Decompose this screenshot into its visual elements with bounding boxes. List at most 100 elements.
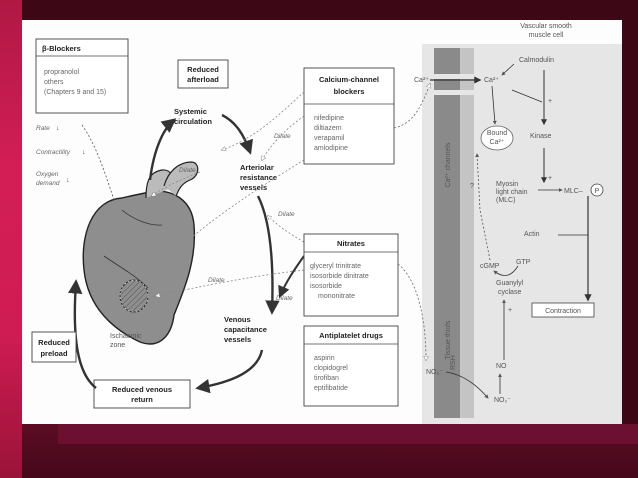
no3-to-no2-arrow — [445, 371, 489, 399]
contraction-box — [531, 302, 595, 318]
antiplatelet-item-2: clopidogrel — [314, 365, 348, 372]
plus-label-1: + — [548, 98, 552, 105]
nitrate-item-3: isosorbide — [310, 283, 342, 290]
slide: Ca²⁺ channels Tissue thiols Vascular smo… — [22, 20, 622, 424]
cgmp-inhibition-arrow — [475, 153, 491, 261]
reduced-afterload-box — [177, 59, 229, 89]
gtp-to-cgmp-arrow — [493, 265, 519, 276]
coronary-dilate-arrow — [152, 171, 201, 196]
nitrate-venous-dilate-arrow — [278, 255, 305, 299]
venous-label-3: vessels — [224, 335, 251, 344]
nitrates-box — [303, 233, 399, 317]
calmodulin-label: Calmodulin — [519, 57, 554, 64]
calcium-channel-blockers-box — [303, 67, 395, 165]
myosin-label-1: Myosin — [496, 181, 518, 188]
beta-blocker-item-3: (Chapters 9 and 15) — [44, 89, 106, 96]
ccb-to-channel-arrow — [393, 84, 430, 129]
calmodulin-arrow — [501, 63, 515, 76]
rsh-label: RSH — [450, 355, 457, 370]
background-accent-band — [0, 0, 22, 478]
guanylyl-label-2: cyclase — [498, 289, 521, 296]
tissue-thiols-label: Tissue thiols — [445, 320, 452, 359]
antiplatelet-item-3: tirofiban — [314, 375, 339, 382]
angina-drug-action-diagram: Ca²⁺ channels Tissue thiols Vascular smo… — [31, 23, 622, 424]
gtp-label: GTP — [516, 259, 531, 266]
nitrate-item-4: mononitrate — [318, 293, 355, 300]
nitrate-item-1: glyceryl trinitrate — [310, 263, 361, 270]
arteriolar-label-2: resistance — [240, 173, 277, 182]
contractility-down-arrow: ↓ — [82, 149, 86, 156]
ca-binding-arrow — [491, 85, 497, 125]
oxygen-demand-label-2: demand — [36, 180, 60, 187]
systemic-circulation-label-1: Systemic — [174, 107, 207, 116]
dilate-label-5: Dilate — [276, 295, 293, 302]
return-to-heart-arrow — [68, 279, 97, 389]
oxygen-down-arrow: ↓ — [66, 177, 70, 184]
contraction-label: Contraction — [545, 308, 581, 315]
no-label: NO — [496, 363, 507, 370]
dilate-label-3: Dilate — [278, 211, 295, 218]
bound-ca-label-2: Ca²⁺ — [490, 139, 505, 146]
reduced-venous-return-label-1: Reduced venous — [112, 385, 172, 394]
antiplatelet-item-1: aspirin — [314, 355, 335, 362]
no3-label: NO₃⁻ — [426, 369, 443, 376]
ca-channel-pore-2 — [434, 90, 474, 95]
plus-label-2: + — [548, 175, 552, 182]
antiplatelet-drugs-box — [303, 325, 399, 407]
beta-blocker-item-2: others — [44, 79, 64, 86]
reduced-venous-return-box — [93, 379, 191, 409]
ccb-item-2: diltiazem — [314, 125, 342, 132]
venous-label-1: Venous — [224, 315, 251, 324]
ca2-outside-label: Ca²⁺ — [414, 77, 429, 84]
beta-blocker-item-1: propranolol — [44, 69, 79, 76]
ccb-item-4: amlodipine — [314, 145, 348, 152]
nitrate-item-2: isosorbide dinitrate — [310, 273, 369, 280]
cell-membrane — [434, 48, 460, 418]
phosphate-circle — [590, 183, 604, 197]
venous-to-return-arrow — [195, 349, 264, 394]
oxygen-demand-label-1: Oxygen — [36, 171, 59, 178]
ccb-heart-dilate-line — [151, 159, 305, 277]
arteriolar-label-1: Arteriolar — [240, 163, 274, 172]
rate-down-arrow: ↓ — [56, 125, 60, 132]
cell-membrane-inner — [460, 48, 474, 418]
nitrate-heart-dilate-arrow — [156, 269, 305, 296]
no2-label: NO₂⁻ — [494, 397, 511, 404]
kinase-label: Kinase — [530, 133, 552, 140]
nitrate-arteriolar-dilate-arrow — [268, 216, 305, 243]
dilate-label-2: Dilate — [179, 167, 196, 174]
venous-label-2: capacitance — [224, 325, 267, 334]
myosin-label-3: (MLC) — [496, 197, 515, 204]
heart-to-systemic-arrow — [148, 118, 177, 181]
reduced-preload-label-2: preload — [40, 349, 68, 358]
ca-to-calmodulin-line — [511, 89, 543, 103]
plus-label-3: + — [508, 307, 512, 314]
bound-ca-cloud — [480, 125, 514, 151]
ccb-item-3: verapamil — [314, 135, 345, 142]
guanylyl-label-1: Guanylyl — [496, 280, 524, 287]
cgmp-label: cGMP — [480, 263, 500, 270]
reduced-preload-label-1: Reduced — [38, 338, 70, 347]
ca-channels-label: Ca²⁺ channels — [445, 142, 452, 187]
myosin-label-2: light chain — [496, 189, 528, 196]
ca2-inside-label: Ca²⁺ — [484, 77, 499, 84]
systemic-circulation-label-2: circulation — [174, 117, 212, 126]
heart-illustration — [82, 161, 199, 345]
reduced-afterload-label-1: Reduced — [187, 65, 219, 74]
contractility-label: Contractility — [36, 149, 71, 156]
reduced-preload-box — [31, 331, 77, 363]
question-label: ? — [470, 183, 474, 190]
rate-label: Rate — [36, 125, 50, 132]
bound-ca-label-1: Bound — [487, 130, 507, 137]
reduced-afterload-label-2: afterload — [187, 75, 219, 84]
beta-blocker-effect-line — [81, 124, 115, 201]
beta-blockers-box — [35, 38, 129, 114]
ischaemic-zone-label-2: zone — [110, 342, 125, 349]
mlc-label: MLC– — [564, 188, 583, 195]
antiplatelet-item-4: eptifibatide — [314, 385, 348, 392]
ccb-title-1: Calcium-channel — [319, 75, 379, 84]
ischaemic-zone-label-1: Ischaemic — [110, 333, 142, 340]
background-footer-strip — [58, 424, 638, 444]
nitrates-to-no3-arrow — [397, 263, 426, 360]
beta-blockers-title: β-Blockers — [42, 44, 81, 53]
